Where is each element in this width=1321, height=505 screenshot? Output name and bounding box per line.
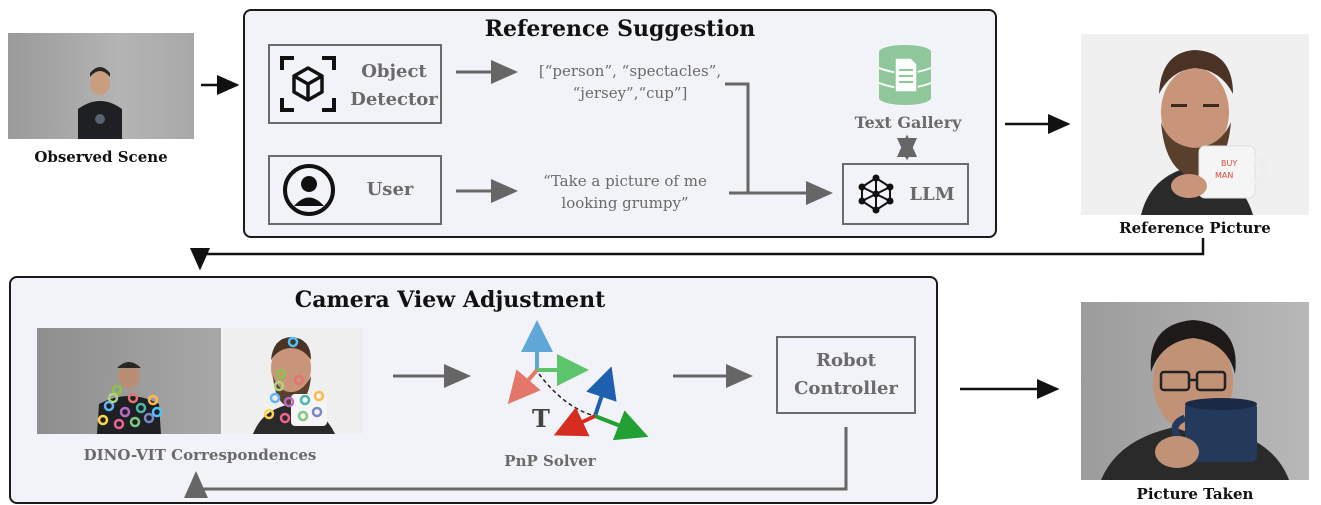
object-detector-box: Object Detector <box>268 44 442 124</box>
picture-taken-image <box>1081 302 1309 480</box>
robot-controller-label-1: Robot <box>816 350 876 371</box>
user-box: User <box>268 155 442 225</box>
user-icon <box>283 164 335 216</box>
robot-controller-box: Robot Controller <box>776 336 916 414</box>
svg-text:BUY: BUY <box>1221 159 1237 168</box>
detected-objects-text: [“person”, “spectacles”, “jersey”,“cup”] <box>538 62 722 102</box>
llm-label: LLM <box>909 184 955 205</box>
text-gallery-label: Text Gallery <box>854 113 962 132</box>
picture-taken-caption: Picture Taken <box>1136 485 1254 503</box>
observed-scene-image <box>8 33 194 139</box>
transform-label: T <box>532 404 550 433</box>
object-detector-label-1: Object <box>361 61 427 82</box>
frame2-y-axis <box>594 410 649 441</box>
llm-box: LLM <box>842 163 969 225</box>
correspondence-observed-image <box>37 328 221 434</box>
observed-person-keypoints <box>97 362 163 434</box>
correspondence-reference-image <box>223 328 363 434</box>
observed-person-figure <box>78 67 122 139</box>
arrow-reference-to-adjustment <box>190 238 1205 271</box>
cube-detect-icon <box>280 56 336 112</box>
reference-person-keypoints <box>253 336 335 434</box>
camera-view-adjustment-title: Camera View Adjustment <box>294 287 606 313</box>
object-detector-label-2: Detector <box>350 89 438 110</box>
svg-text:MAN: MAN <box>1215 171 1233 180</box>
frame2-x-axis <box>553 407 596 437</box>
frame1-x-axis <box>507 368 541 405</box>
frame2-z-axis <box>586 366 617 417</box>
observed-scene-caption: Observed Scene <box>34 148 168 166</box>
correspondences-caption: DINO-VIT Correspondences <box>83 446 317 464</box>
user-label: User <box>366 179 414 200</box>
database-document-icon <box>878 45 932 105</box>
reference-picture-image: BUY MAN <box>1081 34 1309 215</box>
neural-network-icon <box>858 174 894 214</box>
reference-person-figure: BUY MAN <box>1081 34 1309 215</box>
taken-person-figure <box>1101 320 1289 480</box>
pnp-coordinate-frames <box>507 320 649 441</box>
user-prompt-text: “Take a picture of me looking grumpy” <box>543 172 707 212</box>
robot-controller-label-2: Controller <box>794 378 898 399</box>
pnp-solver-caption: PnP Solver <box>504 452 596 470</box>
reference-suggestion-title: Reference Suggestion <box>484 16 756 42</box>
reference-picture-caption: Reference Picture <box>1119 219 1271 237</box>
